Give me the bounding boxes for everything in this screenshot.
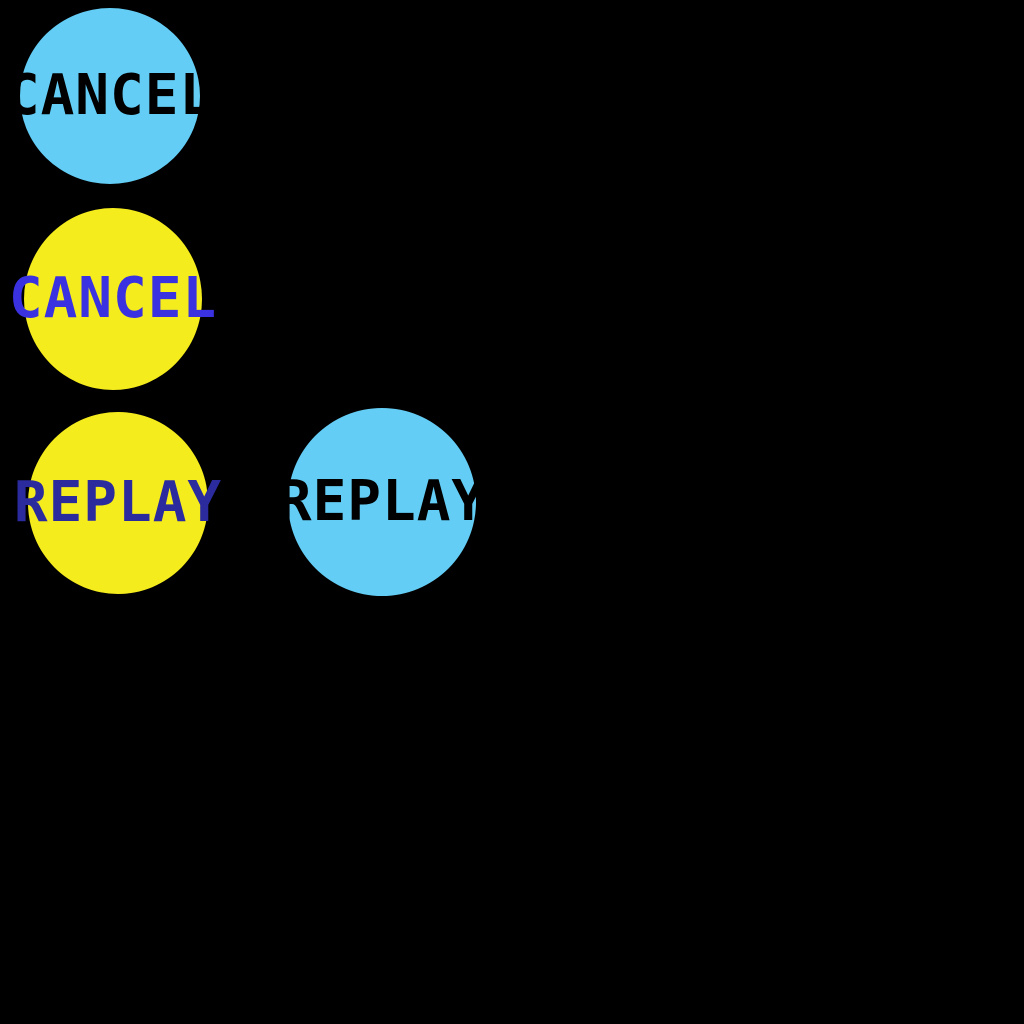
replay-button-yellow[interactable]: REPLAY: [14, 412, 221, 594]
cancel-button-blue[interactable]: CANCEL: [6, 8, 213, 184]
replay-button-label: REPLAY: [13, 470, 223, 535]
cancel-button-label: CANCEL: [5, 63, 215, 128]
cancel-button-label: CANCEL: [8, 266, 218, 331]
replay-button-blue[interactable]: REPLAY: [278, 408, 485, 596]
replay-button-label: REPLAY: [277, 469, 487, 534]
cancel-button-yellow[interactable]: CANCEL: [9, 208, 216, 390]
